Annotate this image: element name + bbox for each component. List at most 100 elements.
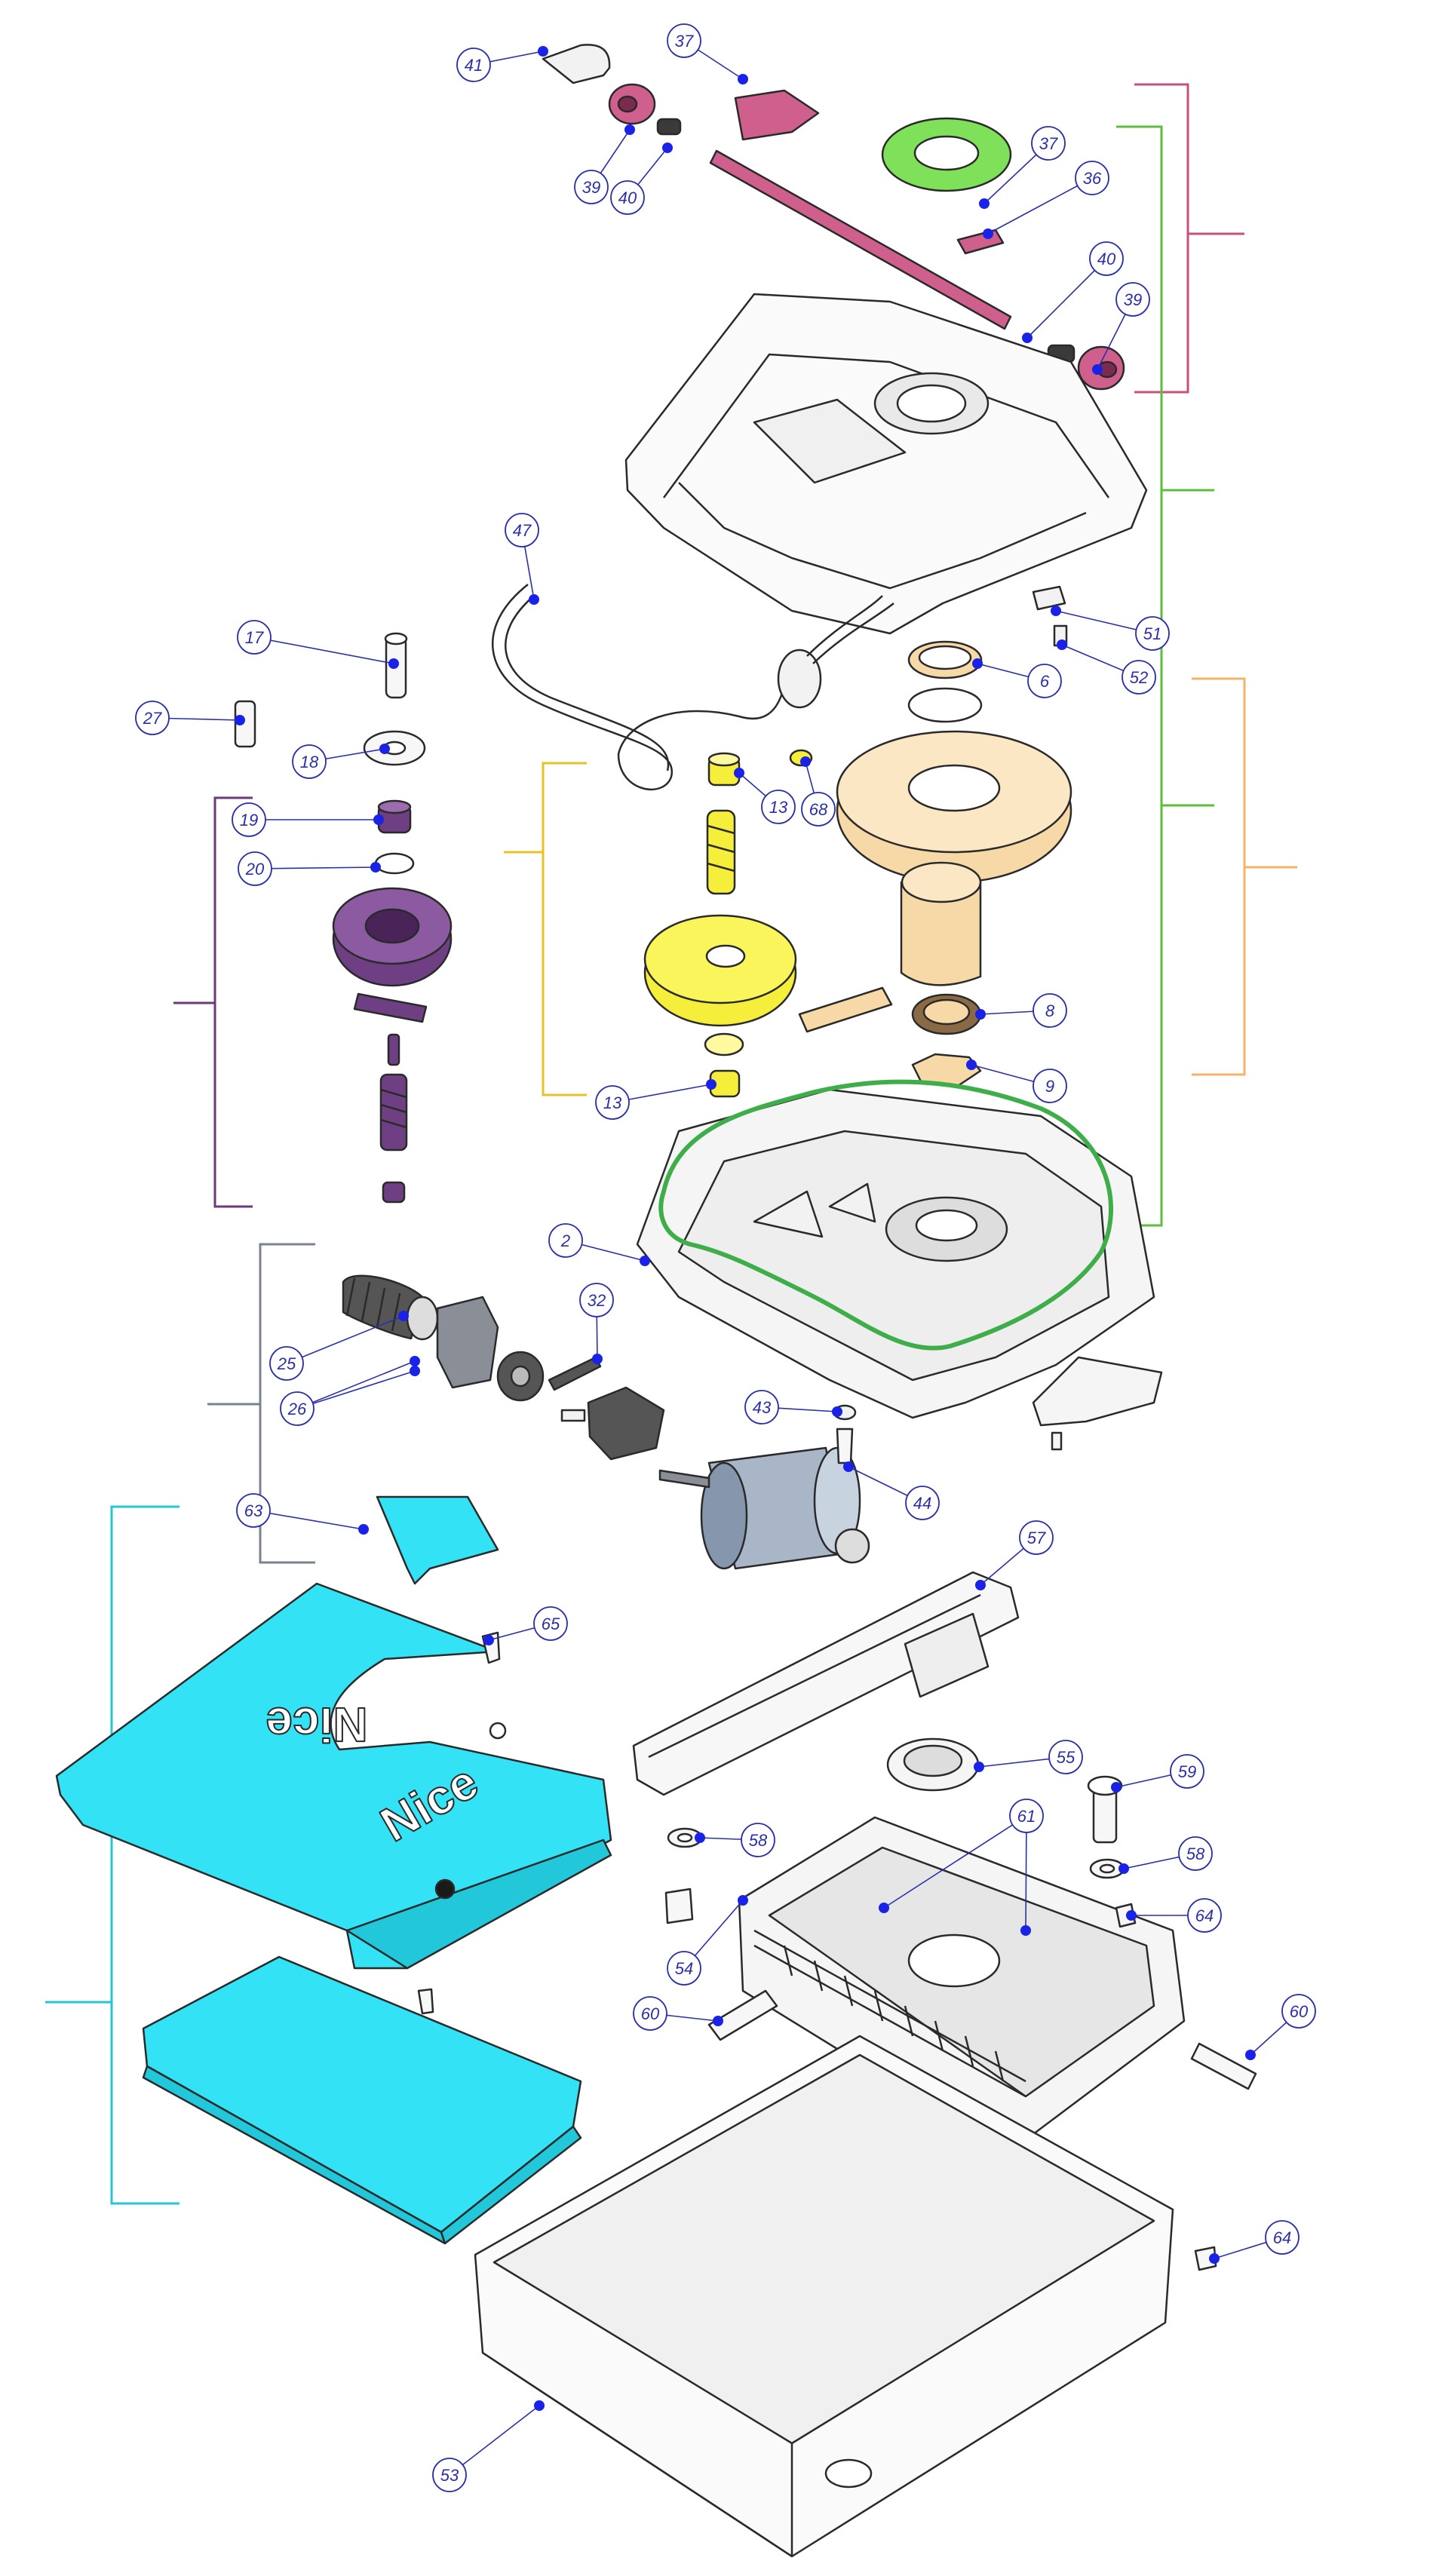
pink-cam-36 xyxy=(956,228,1005,255)
callout-number: 43 xyxy=(753,1398,772,1417)
motor-assembly xyxy=(342,1274,870,1570)
callout-bubble xyxy=(1033,1069,1067,1103)
main-gear-assembly xyxy=(798,640,1072,1087)
cover-flap-63 xyxy=(376,1495,499,1585)
callout-bubble xyxy=(432,2458,467,2492)
callout-bubble xyxy=(533,1606,568,1641)
callout-number: 41 xyxy=(465,56,483,75)
callout-bubble xyxy=(292,744,327,779)
leader-dot xyxy=(966,1060,977,1070)
callout-bubble xyxy=(1187,1898,1222,1933)
guide-rail-57 xyxy=(632,1571,1020,1796)
leader-dot xyxy=(592,1354,603,1364)
callout-number: 44 xyxy=(913,1494,931,1513)
motor-shaft xyxy=(658,1469,710,1489)
leader-dot xyxy=(734,768,744,778)
leader-line xyxy=(286,1315,404,1364)
leader-dot xyxy=(534,2400,545,2411)
cover-keyhole xyxy=(434,1878,456,1900)
callout-number: 51 xyxy=(1143,624,1161,643)
leader-dot xyxy=(879,1903,889,1913)
callout-bubble xyxy=(1281,1994,1316,2029)
top-cover-assembly xyxy=(542,44,1148,635)
callout-bubble xyxy=(741,1823,775,1857)
callout-c18: 18 xyxy=(292,744,390,779)
yellow-pinion-shaft xyxy=(706,809,736,895)
callout-c32: 32 xyxy=(579,1283,614,1364)
callout-bubble xyxy=(1031,126,1066,161)
callout-c6: 6 xyxy=(972,658,1062,698)
pin-60-right xyxy=(1190,2042,1257,2090)
callout-bubble xyxy=(237,620,272,655)
leader-dot xyxy=(370,862,381,872)
callout-number: 25 xyxy=(277,1354,296,1373)
leader-line xyxy=(449,2405,540,2476)
purple-worm-shaft xyxy=(379,1073,408,1152)
leader-dot xyxy=(388,658,399,669)
callout-number: 60 xyxy=(1290,2002,1309,2021)
leader-dot xyxy=(713,2016,723,2026)
callout-c13b: 13 xyxy=(595,1079,716,1120)
callout-c65: 65 xyxy=(483,1606,568,1645)
purple-pin xyxy=(387,1033,400,1066)
callout-number: 59 xyxy=(1178,1762,1196,1781)
leader-line xyxy=(987,177,1093,235)
callout-number: 61 xyxy=(1017,1807,1036,1826)
cover-screw-hole xyxy=(489,1722,507,1740)
callout-bubble xyxy=(761,790,796,824)
pin-27 xyxy=(234,700,256,748)
leader-dot xyxy=(1126,1910,1137,1921)
callout-bubble xyxy=(1089,241,1124,276)
callout-bubble xyxy=(744,1390,779,1424)
callout-c17: 17 xyxy=(237,620,399,669)
callout-c52: 52 xyxy=(1057,639,1156,695)
callout-c26: 26 xyxy=(280,1356,420,1426)
leader-line xyxy=(883,1815,1027,1909)
callout-number: 37 xyxy=(675,32,694,51)
leader-dot xyxy=(983,228,993,239)
callout-number: 68 xyxy=(809,800,828,819)
leader-line xyxy=(253,1510,364,1530)
callout-c40a: 40 xyxy=(610,143,673,215)
group-brackets xyxy=(45,83,1297,2205)
leader-dot xyxy=(235,715,245,725)
callout-number: 60 xyxy=(641,2004,660,2023)
bracket-top-cover-group xyxy=(1134,83,1244,394)
leader-dot xyxy=(800,756,811,767)
leader-dot xyxy=(975,1009,986,1020)
callout-bubble xyxy=(456,48,491,82)
callout-bubble xyxy=(801,792,836,826)
callout-bubble xyxy=(1019,1520,1054,1555)
callout-bubble xyxy=(1075,161,1109,195)
bracket-plastic-cover-group xyxy=(45,1505,180,2205)
leader-dot xyxy=(373,814,384,825)
callout-c59: 59 xyxy=(1111,1754,1204,1792)
callout-c43: 43 xyxy=(744,1390,842,1424)
leader-dot xyxy=(1118,1863,1129,1874)
callout-number: 9 xyxy=(1045,1077,1054,1096)
callout-c44: 44 xyxy=(843,1461,940,1520)
leader-dot xyxy=(1020,1925,1031,1936)
leader-dot xyxy=(979,198,990,209)
callout-number: 2 xyxy=(560,1231,570,1250)
callout-number: 26 xyxy=(287,1400,307,1418)
callout-c54: 54 xyxy=(667,1895,748,1986)
callout-c61: 61 xyxy=(879,1799,1044,1936)
callout-bubble xyxy=(1265,2220,1300,2255)
leader-dot xyxy=(1111,1782,1122,1792)
callout-c58b: 58 xyxy=(1118,1836,1213,1874)
power-cable xyxy=(491,584,790,790)
callout-bubble xyxy=(1033,993,1067,1028)
leader-line xyxy=(1026,258,1107,339)
callout-c68: 68 xyxy=(800,756,836,826)
callout-bubble xyxy=(269,1346,304,1381)
callout-number: 52 xyxy=(1130,668,1148,687)
bracket-yellow-gear-group xyxy=(504,762,587,1096)
callout-c53: 53 xyxy=(432,2400,545,2492)
callout-bubble xyxy=(610,180,645,215)
left-pins-assembly xyxy=(234,632,426,766)
callout-c37a: 37 xyxy=(667,23,748,84)
screw-64-lower xyxy=(1194,2246,1217,2271)
